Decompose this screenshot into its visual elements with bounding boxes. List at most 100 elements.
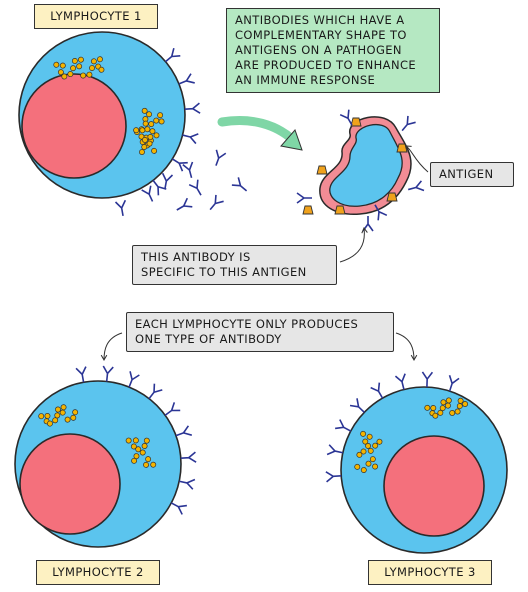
granule bbox=[78, 56, 84, 63]
granule bbox=[147, 134, 154, 140]
granule bbox=[440, 399, 447, 406]
granule bbox=[456, 403, 463, 410]
lymphocyte-2-surface-antibodies bbox=[75, 365, 197, 515]
antigen bbox=[386, 192, 398, 202]
granule bbox=[143, 461, 149, 468]
surface-antibody bbox=[326, 444, 343, 456]
surface-antibody bbox=[182, 133, 199, 145]
lymphocyte-1-surface-antibodies bbox=[152, 47, 201, 196]
surface-antibody bbox=[335, 419, 352, 432]
granule-cluster bbox=[38, 404, 79, 427]
granule bbox=[141, 107, 148, 114]
granule bbox=[360, 430, 367, 437]
surface-antibody bbox=[325, 471, 342, 483]
granule bbox=[86, 71, 93, 78]
granule bbox=[146, 140, 153, 147]
granule bbox=[54, 412, 61, 419]
granule bbox=[139, 149, 145, 156]
lymphocyte-3-granules bbox=[354, 397, 469, 473]
lymphocyte-3-label: LYMPHOCYTE 3 bbox=[368, 560, 492, 585]
granule bbox=[53, 61, 60, 68]
granule bbox=[354, 463, 361, 470]
surface-antibody bbox=[170, 502, 187, 515]
lymphocyte-3-nucleus bbox=[383, 435, 485, 537]
antibody bbox=[209, 194, 224, 211]
granule bbox=[439, 405, 446, 412]
granule bbox=[372, 442, 379, 449]
antibody bbox=[401, 115, 416, 132]
antigen bbox=[302, 205, 314, 215]
granule bbox=[158, 118, 165, 125]
granule bbox=[145, 456, 152, 463]
lymphocyte-1-cell bbox=[18, 31, 248, 217]
granule bbox=[98, 66, 105, 73]
antibody bbox=[231, 177, 248, 192]
lymphocyte-2-label: LYMPHOCYTE 2 bbox=[36, 560, 160, 585]
granule bbox=[61, 73, 68, 80]
granule bbox=[133, 453, 140, 460]
granule bbox=[142, 137, 148, 143]
antibodies-note: ANTIBODIES WHICH HAVE A COMPLEMENTARY SH… bbox=[226, 8, 440, 93]
granule bbox=[149, 128, 156, 135]
lymphocyte-2-nucleus bbox=[19, 433, 121, 535]
pathogen-antigens bbox=[302, 117, 408, 215]
antibody bbox=[407, 180, 425, 192]
granule bbox=[157, 112, 164, 119]
granule bbox=[437, 409, 444, 416]
each-lymphocyte-note: EACH LYMPHOCYTE ONLY PRODUCES ONE TYPE O… bbox=[126, 312, 394, 352]
granule bbox=[365, 442, 372, 449]
pathogen bbox=[296, 109, 425, 232]
granule bbox=[52, 417, 59, 424]
granule bbox=[64, 416, 71, 423]
granule bbox=[130, 443, 137, 450]
surface-antibody bbox=[179, 478, 196, 490]
antibody bbox=[161, 172, 174, 190]
surface-antibody bbox=[171, 158, 188, 172]
each-pointer-right bbox=[395, 332, 418, 362]
each-pointer-left bbox=[100, 332, 123, 362]
surface-antibody bbox=[370, 382, 384, 399]
granule bbox=[366, 433, 373, 440]
granule bbox=[139, 449, 146, 456]
surface-antibody bbox=[448, 375, 460, 392]
granule bbox=[457, 397, 464, 404]
granule bbox=[71, 57, 78, 64]
granule bbox=[55, 406, 61, 413]
granule bbox=[57, 69, 64, 76]
granule bbox=[424, 404, 431, 411]
granule bbox=[432, 412, 439, 419]
granule bbox=[97, 56, 103, 63]
granule bbox=[139, 127, 146, 134]
granule bbox=[89, 65, 95, 71]
surface-antibody bbox=[394, 373, 406, 390]
granule bbox=[449, 410, 456, 416]
granule bbox=[141, 144, 148, 150]
granule bbox=[132, 437, 139, 444]
granule bbox=[367, 447, 374, 454]
lymphocyte-3-surface-antibodies bbox=[325, 371, 460, 483]
granule bbox=[454, 408, 461, 415]
surface-antibody bbox=[128, 371, 140, 388]
granule bbox=[141, 443, 148, 449]
granule bbox=[430, 405, 437, 411]
specific-pointer bbox=[339, 226, 368, 263]
granule bbox=[131, 457, 138, 464]
antibody bbox=[176, 197, 193, 211]
antibody bbox=[339, 109, 353, 126]
granule bbox=[76, 63, 83, 70]
granule bbox=[60, 404, 67, 411]
granule bbox=[445, 397, 452, 404]
granule bbox=[125, 437, 132, 444]
granule bbox=[143, 437, 150, 444]
granule bbox=[376, 438, 383, 445]
surface-antibody bbox=[102, 365, 114, 382]
granule bbox=[360, 448, 367, 455]
lymphocyte-1-nucleus bbox=[21, 73, 127, 179]
granule-cluster bbox=[133, 127, 158, 156]
granule bbox=[369, 456, 376, 463]
specific-note: THIS ANTIBODY IS SPECIFIC TO THIS ANTIGE… bbox=[132, 245, 337, 285]
antigen bbox=[316, 165, 328, 175]
granule bbox=[362, 438, 369, 445]
granule bbox=[138, 133, 145, 140]
